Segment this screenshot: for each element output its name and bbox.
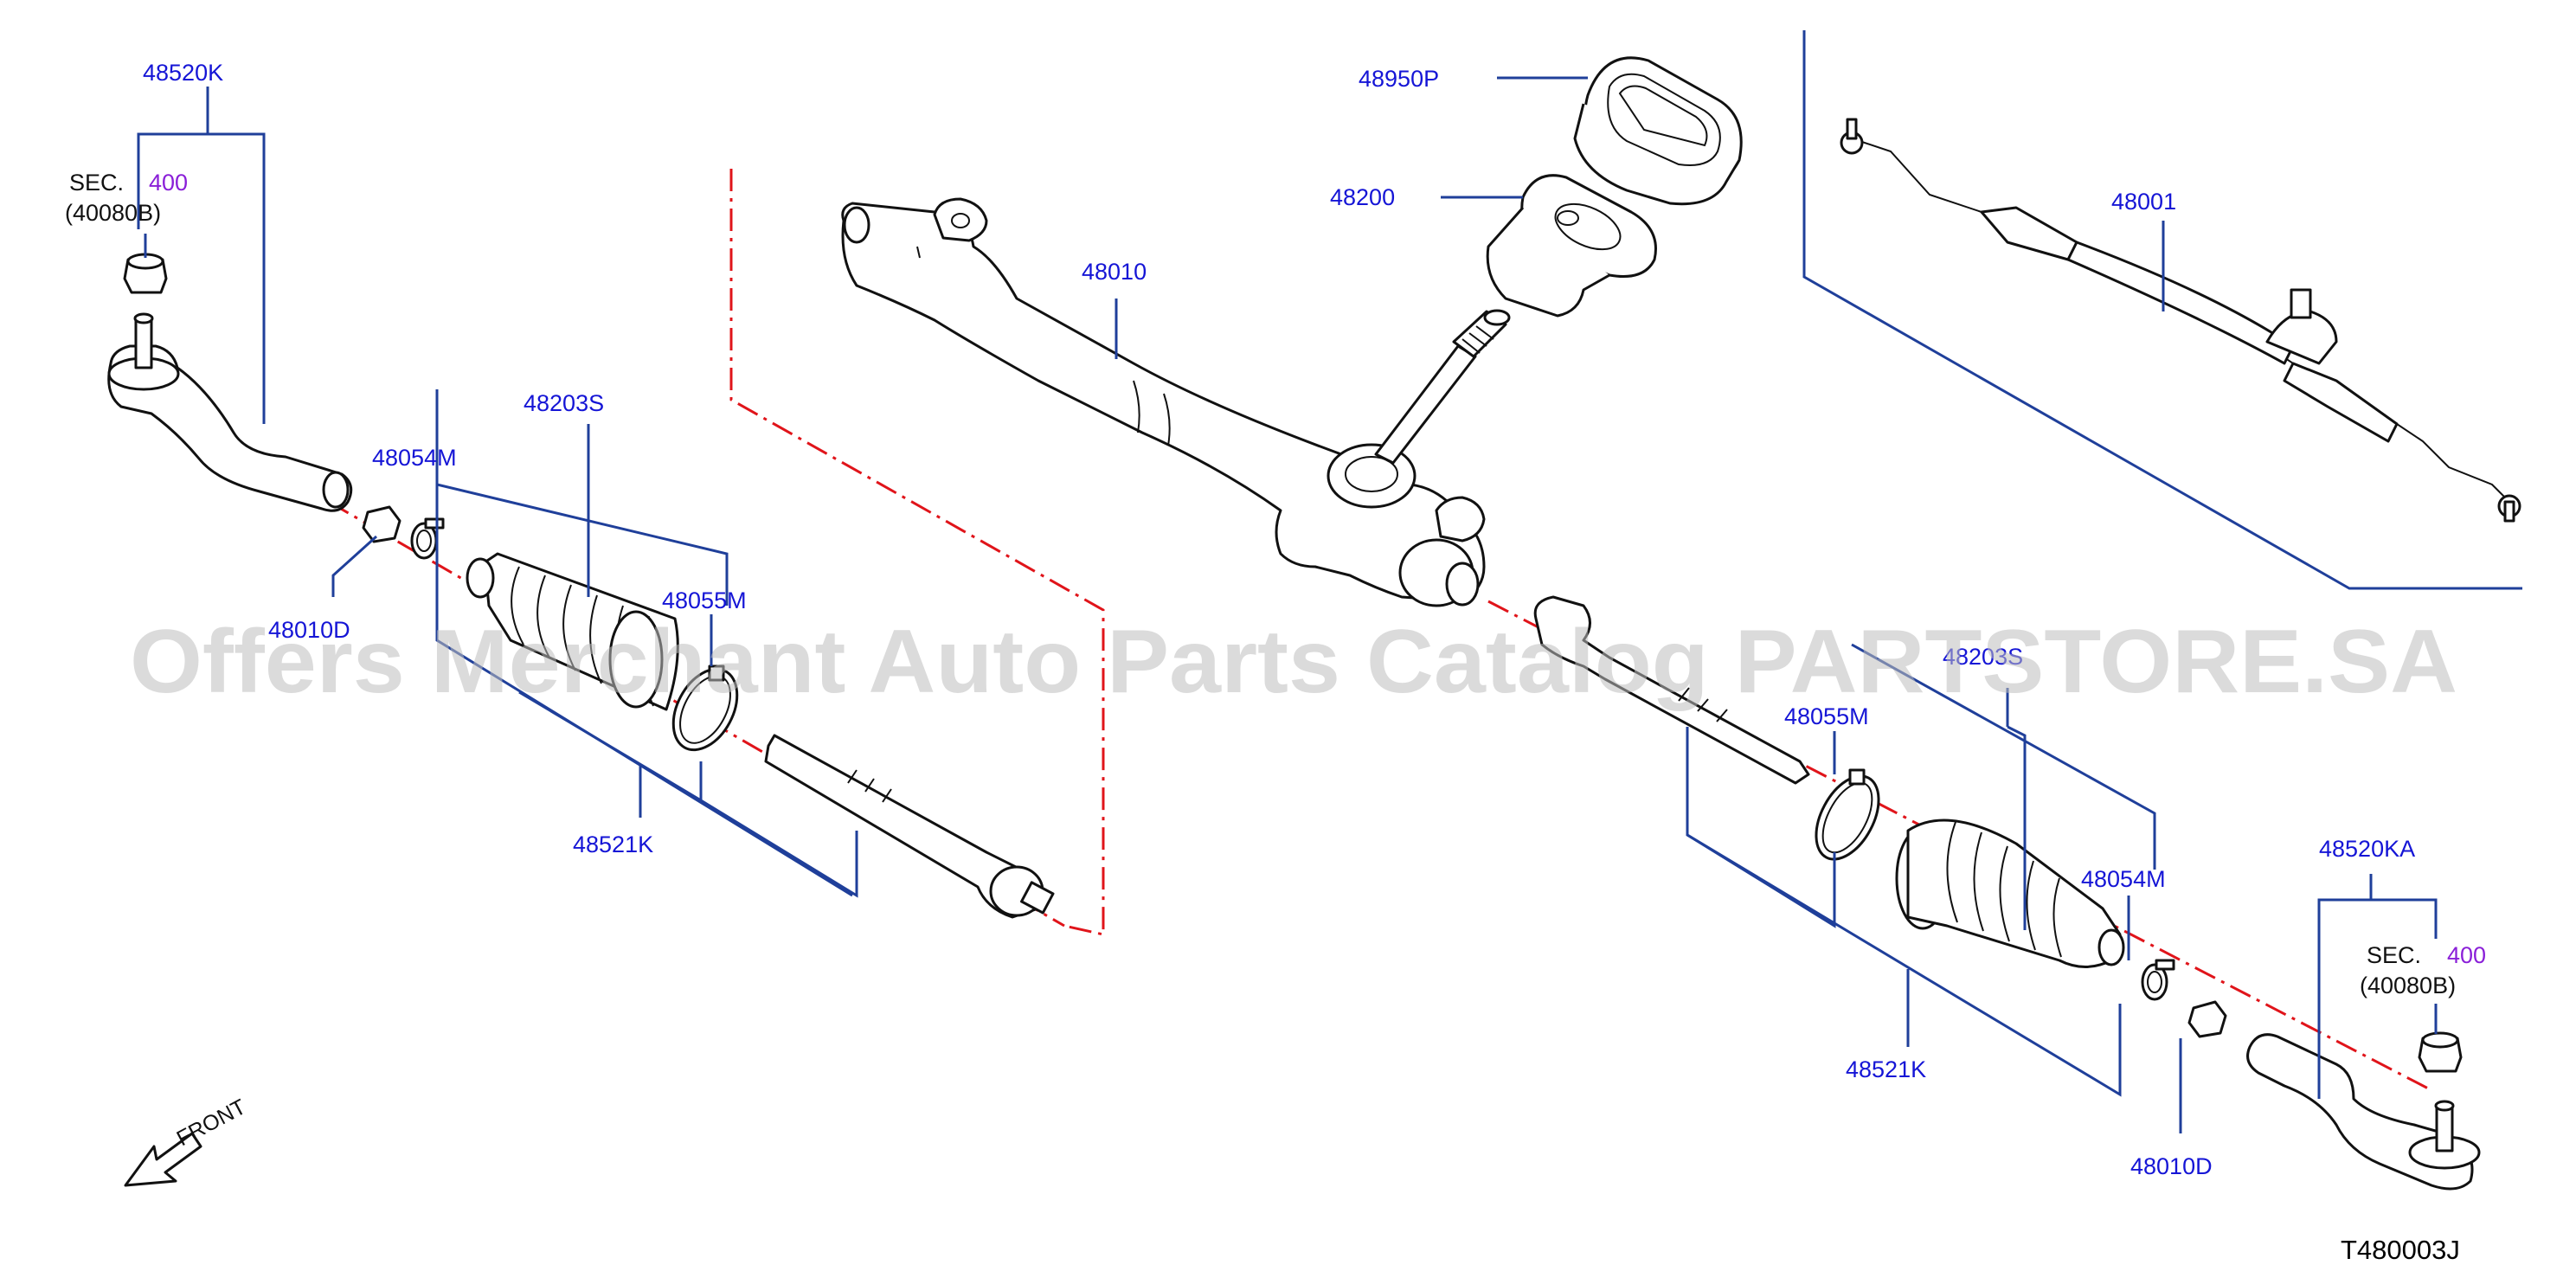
tie-rod-end-right[interactable]: [2246, 1033, 2481, 1191]
label-tie-rod-end-right[interactable]: 48520KA: [2319, 836, 2415, 862]
label-tie-rod-end-left[interactable]: 48520K: [143, 60, 223, 86]
label-inner-socket-right[interactable]: 48521K: [1846, 1056, 1926, 1082]
label-clamp-right[interactable]: 48054M: [2081, 866, 2166, 892]
diagram-code: T480003J: [2341, 1235, 2460, 1265]
label-inner-socket-left[interactable]: 48521K: [573, 831, 653, 857]
lock-nut-right[interactable]: [2187, 1000, 2227, 1038]
label-sec-right: SEC.: [2367, 942, 2421, 968]
label-clamp-left[interactable]: 48054M: [372, 445, 457, 471]
inner-socket-left[interactable]: [764, 734, 1055, 919]
label-boot-kit-right-text[interactable]: 48203S: [1943, 644, 2023, 670]
part-labels: 48520K SEC. 400 (40080B) 48010D 48054M 4…: [65, 60, 2486, 1179]
label-band-left[interactable]: 48055M: [662, 587, 747, 613]
front-label: FRONT: [173, 1095, 250, 1151]
gear-housing[interactable]: [841, 197, 1486, 607]
gear-assembly-thumbnail[interactable]: [1840, 118, 2521, 523]
label-dust-seal[interactable]: 48200: [1330, 184, 1395, 210]
label-sec-left: SEC.: [69, 170, 124, 196]
tie-rod-end-left[interactable]: [107, 312, 353, 512]
label-gear-housing[interactable]: 48010: [1082, 259, 1147, 285]
sec-nut-left: [123, 253, 168, 294]
label-gear-assembly[interactable]: 48001: [2111, 189, 2176, 215]
leader-lines: [137, 30, 2522, 1133]
label-boot-kit-left[interactable]: 48203S: [524, 390, 604, 416]
band-right[interactable]: [1803, 766, 1892, 870]
label-sec-left-ref: (40080B): [65, 200, 161, 226]
label-sec-right-number[interactable]: 400: [2447, 942, 2486, 968]
label-sec-left-number[interactable]: 400: [149, 170, 188, 196]
label-lock-nut-right[interactable]: 48010D: [2130, 1153, 2213, 1179]
dust-seal[interactable]: [1486, 174, 1657, 318]
label-lock-nut-left[interactable]: 48010D: [268, 617, 350, 643]
boot-right[interactable]: [1895, 819, 2125, 968]
inner-socket-right[interactable]: [1533, 595, 1810, 785]
watermark: Offers Merchant Auto Parts Catalog PARTS…: [130, 612, 2457, 712]
front-arrow-icon: [124, 1132, 202, 1187]
sec-nut-right: [2418, 1031, 2463, 1073]
label-sec-right-ref: (40080B): [2360, 973, 2456, 998]
clamp-right[interactable]: [2141, 959, 2175, 1001]
lock-nut-left[interactable]: [362, 505, 401, 543]
boot-left[interactable]: [466, 552, 679, 711]
band-left[interactable]: [660, 658, 749, 761]
pinion-shaft[interactable]: [1374, 309, 1511, 465]
label-band-right[interactable]: 48055M: [1784, 703, 1869, 729]
grommet[interactable]: [1573, 56, 1743, 206]
label-grommet[interactable]: 48950P: [1359, 66, 1439, 92]
clamp-left[interactable]: [410, 517, 445, 560]
